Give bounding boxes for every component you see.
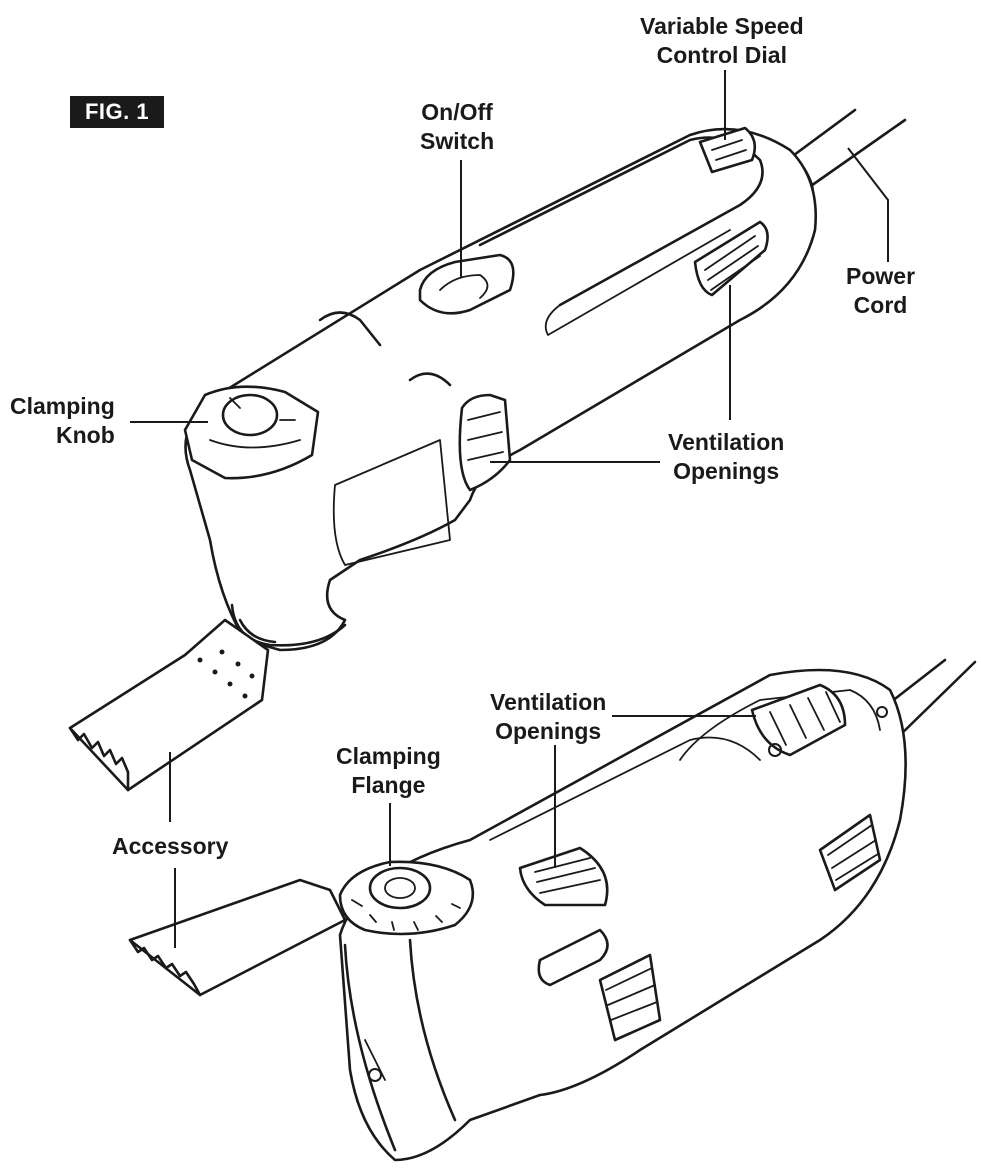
callout-line: On/ — [421, 99, 460, 125]
callout-line: Off — [459, 99, 493, 125]
callout-line: Variable Speed — [640, 13, 804, 39]
figure-label: FIG. 1 — [70, 96, 164, 128]
top-tool-drawing — [68, 108, 907, 792]
callout-line: Cord — [853, 292, 908, 318]
callout-clamping-flange: Clamping Flange — [336, 742, 441, 800]
callout-clamping-knob: Clamping Knob — [10, 392, 115, 450]
leader-lines — [130, 70, 889, 948]
callout-line: Ventilation — [668, 429, 785, 455]
callout-line: Power — [846, 263, 916, 289]
callout-ventilation-openings-top: Ventilation Openings — [668, 428, 784, 486]
callout-line: On/Off — [420, 99, 494, 125]
callout-line: Openings — [673, 458, 780, 484]
callout-variable-speed-control-dial: Variable Speed Control Dial — [640, 12, 804, 70]
callout-on-off-switch: On/Off Switch — [420, 99, 495, 154]
callout-line: Clamping — [336, 743, 441, 769]
callout-power-cord: Power Cord — [846, 262, 915, 320]
callout-line: Knob — [56, 422, 115, 448]
callout-line: Control Dial — [656, 42, 787, 68]
callout-line: Ventilation — [490, 689, 607, 715]
callout-line: Openings — [495, 718, 602, 744]
bottom-tool-drawing — [128, 658, 977, 1162]
callout-line: Switch — [420, 128, 495, 154]
callout-ventilation-openings-bottom: Ventilation Openings — [490, 688, 606, 746]
callout-line: Clamping — [10, 393, 115, 419]
callout-line: Flange — [351, 772, 426, 798]
callout-accessory: Accessory — [112, 832, 228, 861]
callout-line: Accessory — [112, 833, 229, 859]
